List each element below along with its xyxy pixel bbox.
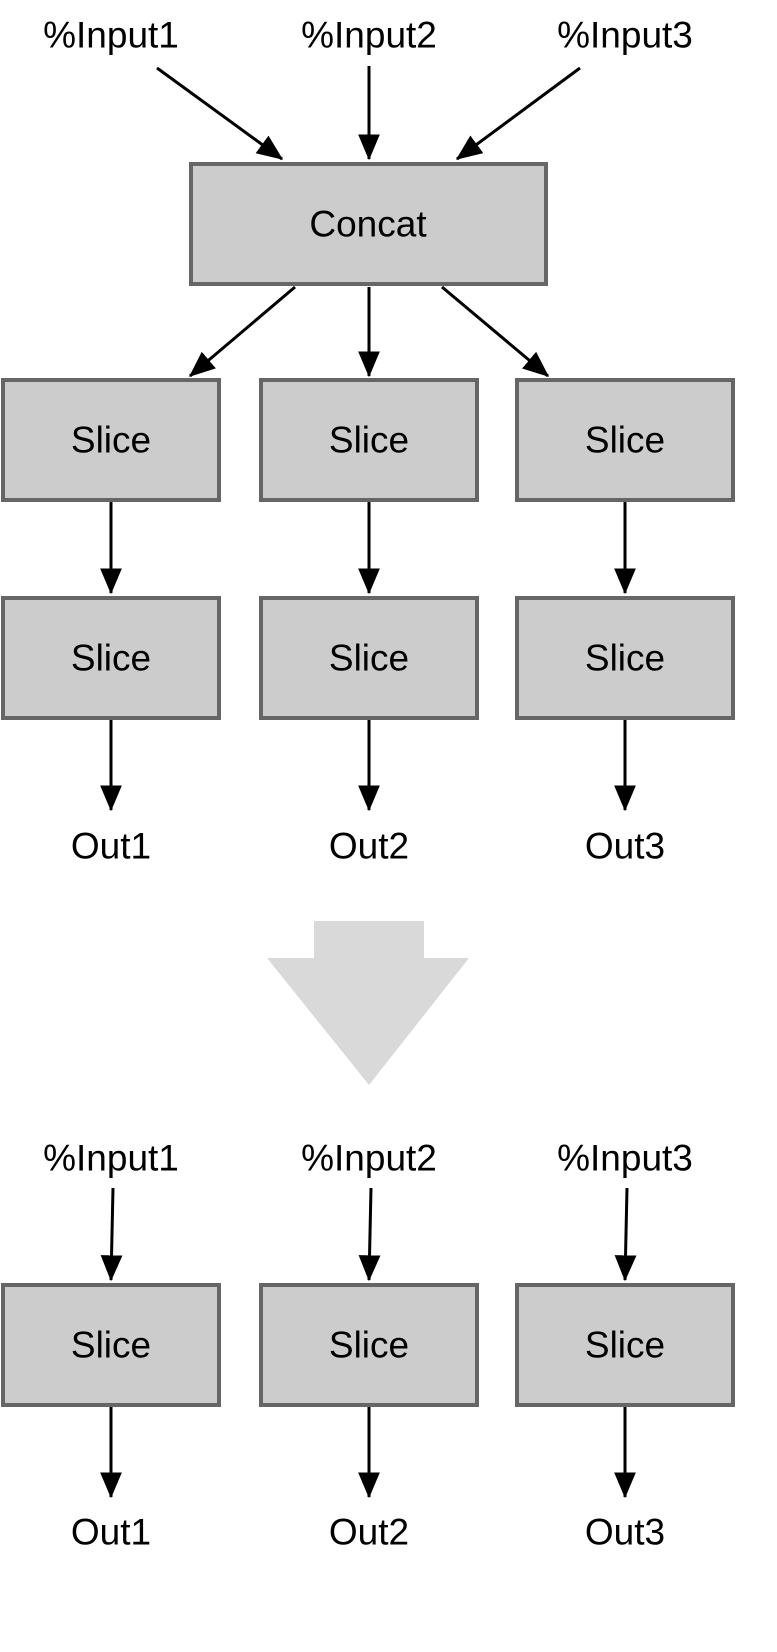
after-input-1: %Input1 xyxy=(43,1138,179,1179)
before-input-3: %Input3 xyxy=(557,15,693,56)
slice-label: Slice xyxy=(71,420,151,461)
after-slice-node-3: Slice xyxy=(515,1283,735,1407)
slice-label: Slice xyxy=(585,638,665,679)
edge-after-input1-slice1 xyxy=(100,1187,123,1282)
after-output-2: Out2 xyxy=(329,1512,409,1553)
edge-after-input2-slice2 xyxy=(358,1187,381,1282)
before-graph: %Input1 %Input2 %Input3 Concat Slice Sli… xyxy=(1,15,735,867)
after-output-1: Out1 xyxy=(71,1512,151,1553)
after-output-3: Out3 xyxy=(585,1512,665,1553)
slice-node-row1-1: Slice xyxy=(1,378,221,502)
slice-label: Slice xyxy=(71,638,151,679)
after-slice-node-1: Slice xyxy=(1,1283,221,1407)
slice-node-row1-2: Slice xyxy=(259,378,479,502)
concat-label: Concat xyxy=(309,204,427,245)
edge-input3-concat xyxy=(455,66,581,161)
slice-node-row2-3: Slice xyxy=(515,596,735,720)
edge-concat-slice1 xyxy=(189,285,296,378)
before-input-1: %Input1 xyxy=(43,15,179,56)
after-input-3: %Input3 xyxy=(557,1138,693,1179)
slice-node-row1-3: Slice xyxy=(515,378,735,502)
slice-label: Slice xyxy=(585,420,665,461)
after-input-2: %Input2 xyxy=(301,1138,437,1179)
edge-after-input3-slice3 xyxy=(614,1187,637,1282)
edge-input1-concat xyxy=(156,66,284,161)
after-slice-node-2: Slice xyxy=(259,1283,479,1407)
slice-label: Slice xyxy=(329,1325,409,1366)
slice-node-row2-1: Slice xyxy=(1,596,221,720)
slice-label: Slice xyxy=(585,1325,665,1366)
slice-label: Slice xyxy=(329,638,409,679)
edge-concat-slice3 xyxy=(441,285,549,378)
before-output-2: Out2 xyxy=(329,826,409,867)
slice-label: Slice xyxy=(71,1325,151,1366)
before-output-3: Out3 xyxy=(585,826,665,867)
slice-node-row2-2: Slice xyxy=(259,596,479,720)
after-graph: %Input1 %Input2 %Input3 Slice Slice Slic… xyxy=(1,1138,735,1553)
down-arrow-icon xyxy=(267,921,469,1085)
concat-node: Concat xyxy=(189,162,548,286)
before-input-2: %Input2 xyxy=(301,15,437,56)
slice-label: Slice xyxy=(329,420,409,461)
before-output-1: Out1 xyxy=(71,826,151,867)
